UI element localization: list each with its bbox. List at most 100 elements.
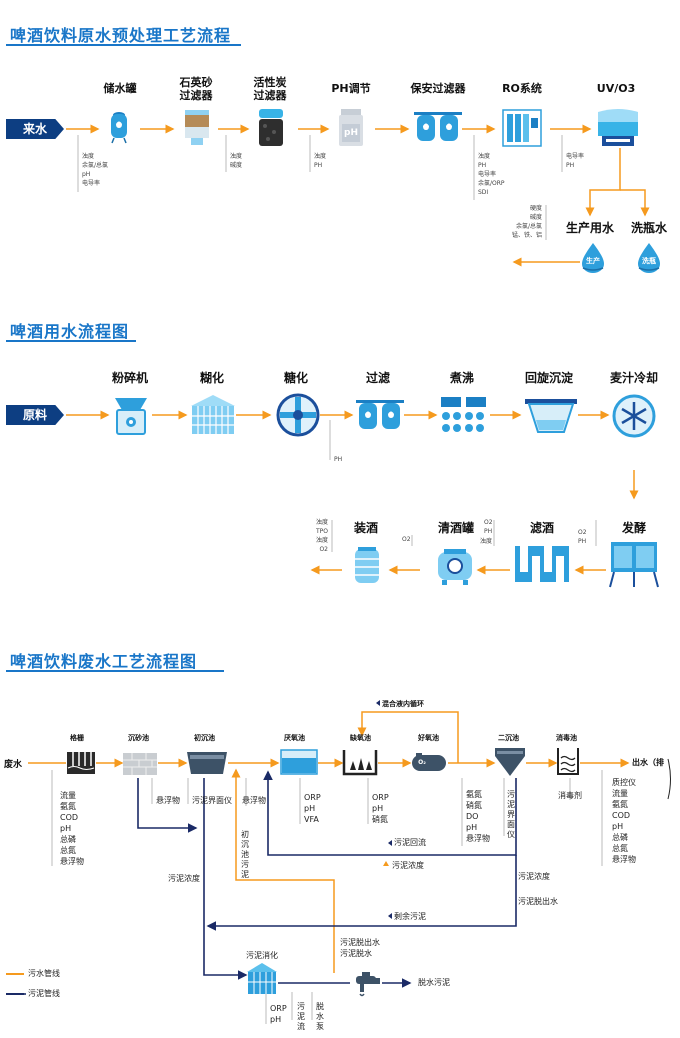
inlet-param-1: 氨氮: [60, 802, 76, 811]
step-label-ro-system: RO系统: [502, 82, 542, 95]
storage-param-1: 余氯/总氯: [82, 162, 109, 169]
digestion-flow-label: 污泥流: [297, 1002, 305, 1031]
primary-tank-icon: [186, 750, 228, 776]
sludge-conc-label: 污泥浓度: [392, 861, 424, 870]
ferment-param-1: PH: [578, 538, 587, 545]
dewater-pump-label: 脱水泵: [316, 1002, 324, 1031]
digestion-param-0: ORP: [270, 1004, 287, 1013]
unit-label-primary: 初沉池: [194, 734, 215, 742]
anaerobic-param-0: ORP: [304, 793, 321, 802]
aerobic-param-4: 悬浮物: [466, 834, 490, 843]
storage-param-0: 浊度: [82, 153, 95, 160]
fill-param-3: O2: [319, 546, 328, 553]
gelatinize-icon: [190, 394, 236, 436]
ro-param-4: SDI: [478, 189, 489, 196]
ro-param-0: 浊度: [478, 153, 491, 160]
step-label-wort-cooling: 麦汁冷却: [609, 371, 658, 385]
anaerobic-param-1: pH: [304, 804, 316, 813]
cooling-icon: [612, 394, 656, 438]
disinfect-tank-icon: [556, 746, 580, 776]
digestion-param-1: pH: [270, 1015, 282, 1024]
output-label-production: 生产用水: [565, 221, 614, 235]
raw-material-tag: 原料: [6, 405, 64, 425]
water-drop-icon: 洗瓶: [636, 242, 662, 274]
saccharify-icon: [276, 393, 320, 437]
digestion-label: 污泥消化: [246, 951, 278, 960]
inlet-param-3: pH: [60, 824, 72, 833]
water-drop-icon: 生产: [580, 242, 606, 274]
storage-tank-icon: [108, 110, 130, 144]
storage-param-2: pH: [82, 171, 91, 178]
inlet-param-5: 总氮: [60, 846, 76, 855]
sludge-conc-left-label: 污泥浓度: [168, 874, 200, 883]
bottling-icon: [352, 546, 382, 586]
output-param-0: 硬度: [529, 205, 542, 212]
screen-icon: [66, 748, 96, 776]
fill-param-1: TPO: [315, 528, 328, 535]
fermentation-icon: [608, 540, 660, 588]
primary-param: 污泥界面仪: [192, 796, 232, 805]
unit-label-grit: 沉砂池: [128, 734, 149, 742]
filter-wine-param-1: PH: [484, 528, 493, 535]
legend-water-line: 污水管线: [28, 969, 60, 978]
outlet-curve-icon: [666, 757, 674, 801]
outlet-param-6: 总氮: [612, 844, 628, 853]
filter-icon: [356, 398, 404, 432]
step-label-clear-tank: 清酒罐: [437, 521, 474, 535]
step-label-gelatinize: 糊化: [199, 371, 224, 385]
filter-wine-param-0: O2: [484, 519, 493, 526]
filter-param: PH: [334, 456, 343, 463]
ph-icon-label: pH: [344, 128, 358, 138]
ferment-param-0: O2: [578, 529, 587, 536]
dewater-out-label: 污泥脱出水: [340, 938, 380, 947]
o2-label: O₂: [418, 759, 426, 766]
step-label-carbon-filter: 活性炭 过滤器: [253, 76, 287, 102]
outlet-param-5: 总磷: [612, 833, 628, 842]
anoxic-param-1: pH: [372, 804, 384, 813]
ph-param-1: PH: [314, 162, 323, 169]
anoxic-tank-icon: [342, 748, 378, 776]
step-label-storage-tank: 储水罐: [103, 82, 137, 95]
clear-tank-param: O2: [402, 536, 411, 543]
carbon-param-1: 碱度: [230, 162, 243, 169]
bottle-wash-badge: 洗瓶: [642, 257, 656, 265]
section-underline: [6, 44, 241, 46]
uv-o3-icon: [596, 108, 640, 148]
step-label-uv-o3: UV/O3: [596, 82, 636, 95]
inlet-param-0: 流量: [60, 791, 76, 800]
anaerobic-param-2: VFA: [304, 815, 319, 824]
clear-tank-icon: [434, 548, 476, 586]
ph-adjust-icon: pH: [336, 108, 366, 148]
section-title-wastewater: 啤酒饮料废水工艺流程图: [10, 652, 198, 671]
source-water-tag: 来水: [6, 119, 64, 139]
outlet-label: 出水（排: [632, 758, 664, 767]
section-title-pretreatment: 啤酒饮料原水预处理工艺流程: [10, 26, 232, 45]
ro-system-icon: [502, 108, 542, 148]
whirlpool-icon: [524, 398, 578, 434]
aerobic-tank-icon: O₂: [410, 752, 448, 774]
unit-label-screen: 格栅: [70, 734, 84, 742]
outlet-param-1: 流量: [612, 789, 628, 798]
step-label-fermentation: 发酵: [621, 521, 646, 535]
anaerobic-tank-icon: [280, 748, 318, 776]
inlet-param-2: COD: [60, 813, 79, 822]
output-param-1: 碱度: [529, 214, 542, 221]
outlet-param-4: pH: [612, 822, 624, 831]
inlet-label: 废水: [4, 760, 23, 770]
grit-chamber-icon: [122, 752, 158, 776]
aerobic-param-2: DO: [466, 812, 479, 821]
production-badge: 生产: [586, 257, 600, 265]
aerobic-param-0: 氨氮: [466, 790, 482, 799]
filter-wine-icon: [514, 544, 570, 584]
digester-icon: [246, 962, 278, 996]
outlet-param-7: 悬浮物: [612, 855, 636, 864]
step-label-saccharify: 糖化: [283, 371, 308, 385]
dewatered-sludge-label: 脱水污泥: [418, 978, 450, 987]
fill-param-2: 浊度: [315, 537, 328, 544]
fill-param-0: 浊度: [315, 519, 328, 526]
anoxic-param-2: 硝氮: [372, 815, 388, 824]
ph-param-0: 浊度: [314, 153, 327, 160]
primary-sludge-label: 初沉池污泥: [241, 830, 249, 879]
dewater-faucet-icon: [350, 970, 382, 998]
unit-label-anoxic: 缺氧池: [350, 734, 371, 742]
